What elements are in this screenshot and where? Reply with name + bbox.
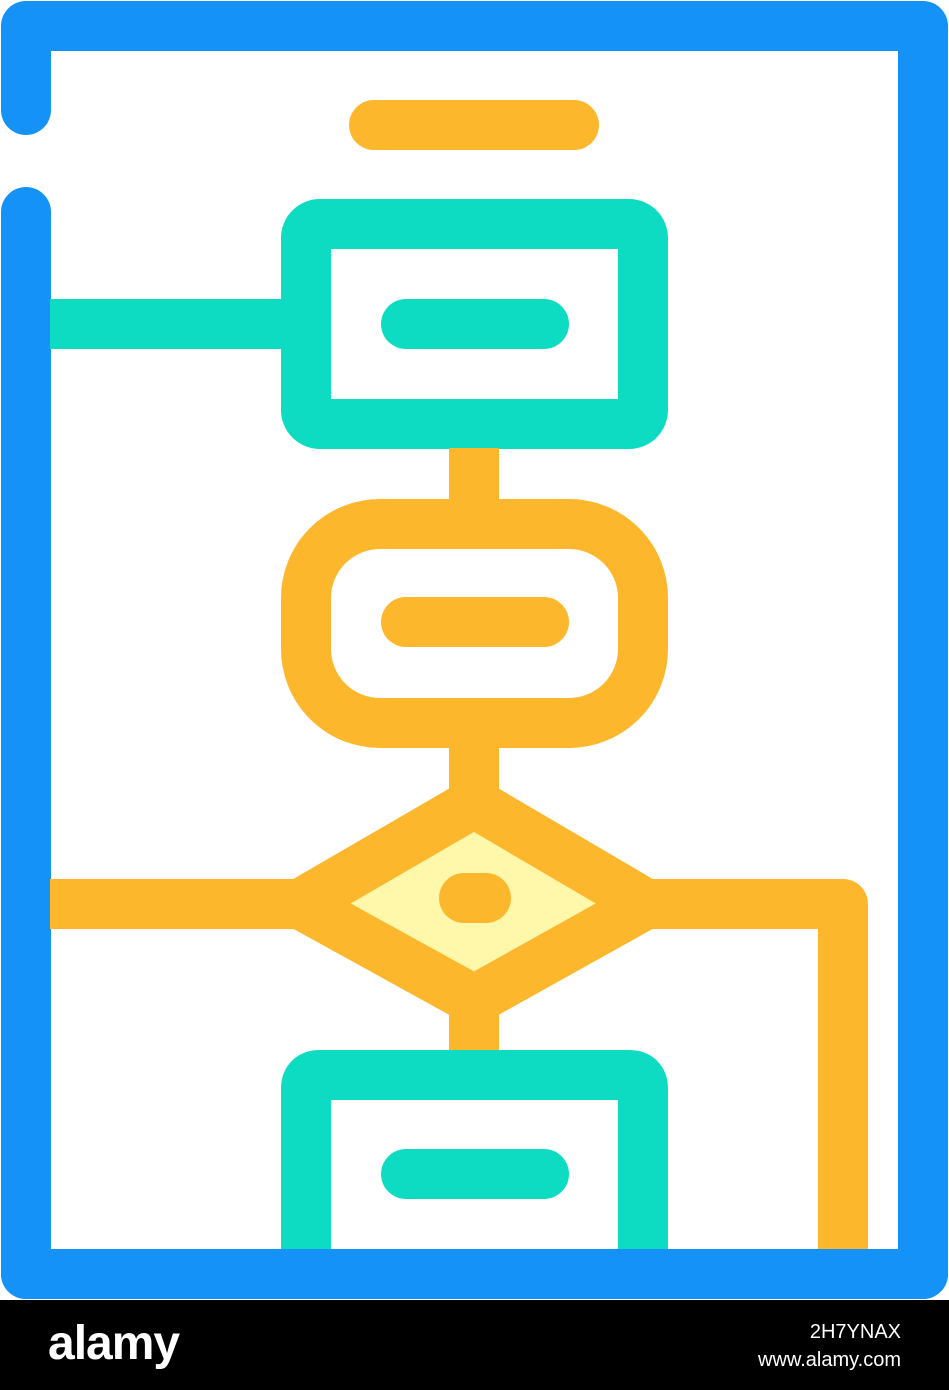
watermark-bar: alamy 2H7YNAX www.alamy.com	[0, 1300, 949, 1390]
watermark-image-id: 2H7YNAX	[809, 1321, 901, 1343]
frame-outline	[1, 1, 948, 1299]
flowchart-icon-canvas	[1, 1, 948, 1299]
process-box-bottom	[281, 1050, 668, 1250]
watermark-url: www.alamy.com	[758, 1349, 901, 1371]
process-box-top	[281, 199, 668, 449]
flowchart-icon	[1, 1, 948, 1299]
connector-decision-right	[640, 879, 868, 1250]
terminal-box-middle	[281, 499, 668, 748]
watermark-logo: alamy	[48, 1317, 180, 1370]
